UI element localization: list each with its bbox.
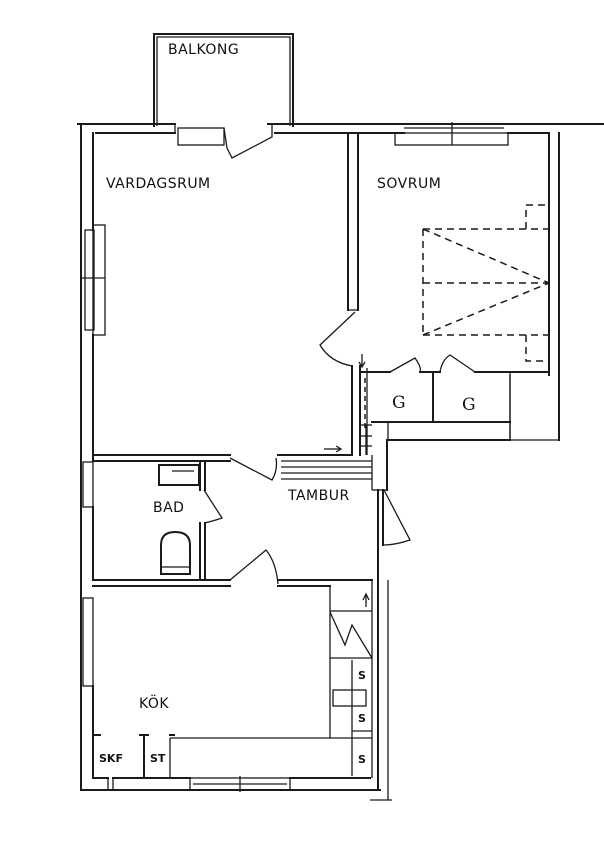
living-bedroom-wall (319, 132, 361, 456)
shaft (324, 354, 372, 455)
counter-label-2: S (358, 712, 366, 725)
bathroom-label: BAD (153, 500, 184, 516)
wardrobe-label-1: G (392, 393, 406, 413)
balcony-label: BALKONG (168, 42, 239, 58)
right-walls (370, 132, 560, 801)
bottom-wall (80, 776, 381, 792)
living-bottom-wall (92, 454, 387, 491)
kitchen-cabinet-label: SKF (99, 752, 123, 765)
bed-outline (422, 204, 550, 362)
counter-label-1: S (358, 669, 366, 682)
entry-door (382, 489, 411, 546)
balcony (153, 33, 294, 127)
wardrobe-label-2: G (462, 395, 476, 415)
kitchen-top-wall (92, 549, 373, 587)
top-wall (77, 122, 604, 159)
kitchen-label: KÖK (139, 694, 169, 712)
counter-label-3: S (358, 753, 366, 766)
wardrobes (359, 354, 550, 440)
left-wall (80, 123, 106, 791)
storage-label: ST (150, 752, 166, 765)
living-room-label: VARDAGSRUM (106, 176, 211, 192)
bedroom-label: SOVRUM (377, 176, 441, 192)
bathroom (158, 460, 223, 581)
kitchen-counters (169, 580, 373, 778)
kitchen-cabinets (92, 734, 175, 779)
hall-label: TAMBUR (287, 488, 350, 504)
